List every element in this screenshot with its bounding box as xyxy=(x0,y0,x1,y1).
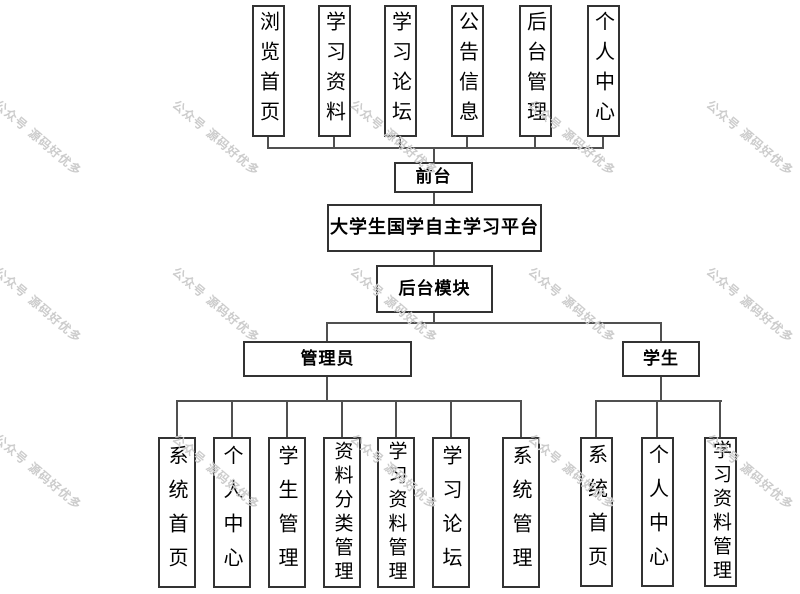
connector xyxy=(326,322,328,342)
connector xyxy=(326,322,662,324)
node-label: 个人中心 xyxy=(645,444,670,580)
connector xyxy=(176,400,178,438)
node-admin-role: 管理员 xyxy=(243,341,412,377)
node-backend-management: 后台管理 xyxy=(519,5,552,137)
connector xyxy=(433,251,435,266)
node-front-stage: 前台 xyxy=(394,162,473,193)
connector xyxy=(176,400,522,402)
node-label: 学习资料管理 xyxy=(385,440,408,585)
watermark-text: 公众号 源码好优多 xyxy=(169,97,263,179)
node-admin-system-management: 系统管理 xyxy=(502,437,540,588)
watermark-text: 公众号 源码好优多 xyxy=(0,431,85,513)
node-learning-materials: 学习资料 xyxy=(318,5,351,137)
node-admin-material-category-management: 资料分类管理 xyxy=(323,437,361,588)
connector xyxy=(399,137,401,149)
connector xyxy=(520,400,522,438)
node-label: 学生 xyxy=(643,348,679,369)
node-admin-learning-forum: 学习论坛 xyxy=(432,437,470,588)
node-label: 学习论坛 xyxy=(388,11,413,131)
node-platform-title: 大学生国学自主学习平台 xyxy=(327,204,542,252)
connector xyxy=(341,400,343,438)
connector xyxy=(433,192,435,205)
connector xyxy=(231,400,233,438)
node-label: 管理员 xyxy=(300,348,355,369)
connector xyxy=(719,400,721,438)
node-label: 学生管理 xyxy=(275,444,299,581)
connector xyxy=(267,137,269,149)
node-browse-home: 浏览首页 xyxy=(252,5,285,137)
watermark-text: 公众号 源码好优多 xyxy=(525,264,619,346)
connector xyxy=(595,400,722,402)
connector xyxy=(267,147,604,149)
node-learning-forum: 学习论坛 xyxy=(384,5,417,137)
node-label: 后台模块 xyxy=(398,278,471,299)
connector xyxy=(660,322,662,342)
connector xyxy=(595,400,597,438)
connector xyxy=(466,137,468,149)
node-admin-student-management: 学生管理 xyxy=(268,437,306,588)
node-admin-personal-center: 个人中心 xyxy=(213,437,251,588)
node-student-learning-material-management: 学习资料管理 xyxy=(704,437,737,587)
connector xyxy=(395,400,397,438)
connector xyxy=(660,376,662,402)
connector xyxy=(534,137,536,149)
node-student-personal-center: 个人中心 xyxy=(641,437,674,587)
node-label: 系统首页 xyxy=(165,444,189,581)
watermark-text: 公众号 源码好优多 xyxy=(703,97,797,179)
node-label: 后台管理 xyxy=(523,11,548,131)
node-label: 浏览首页 xyxy=(256,11,281,131)
node-label: 学习资料管理 xyxy=(710,440,732,584)
node-backend-module: 后台模块 xyxy=(376,265,493,313)
connector xyxy=(433,147,435,163)
node-label: 学习资料 xyxy=(322,11,347,131)
watermark-text: 公众号 源码好优多 xyxy=(169,264,263,346)
connector xyxy=(286,400,288,438)
connector xyxy=(602,137,604,149)
node-student-role: 学生 xyxy=(622,341,700,377)
node-student-system-home: 系统首页 xyxy=(580,437,613,587)
node-label: 个人中心 xyxy=(591,11,616,131)
node-label: 个人中心 xyxy=(220,444,244,581)
node-label: 公告信息 xyxy=(455,11,480,131)
node-admin-learning-material-management: 学习资料管理 xyxy=(377,437,415,588)
node-label: 前台 xyxy=(415,167,452,187)
node-label: 系统管理 xyxy=(509,444,533,581)
connector xyxy=(656,400,658,438)
node-label: 系统首页 xyxy=(584,444,609,580)
node-admin-system-home: 系统首页 xyxy=(158,437,196,588)
node-announcement-info: 公告信息 xyxy=(451,5,484,137)
node-label: 大学生国学自主学习平台 xyxy=(330,217,539,238)
node-personal-center: 个人中心 xyxy=(587,5,620,137)
watermark-text: 公众号 源码好优多 xyxy=(703,264,797,346)
watermark-text: 公众号 源码好优多 xyxy=(0,97,85,179)
connector xyxy=(326,376,328,402)
watermark-text: 公众号 源码好优多 xyxy=(0,264,85,346)
node-label: 学习论坛 xyxy=(439,444,463,581)
connector xyxy=(333,137,335,149)
connector xyxy=(433,312,435,324)
node-label: 资料分类管理 xyxy=(331,440,354,585)
connector xyxy=(450,400,452,438)
